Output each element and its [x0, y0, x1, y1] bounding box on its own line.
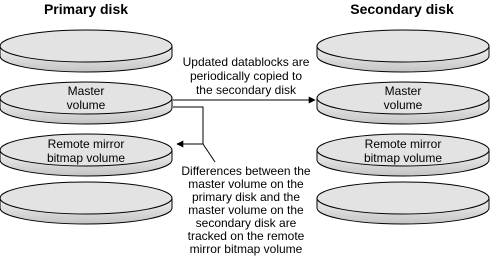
differences-note-line2: master volume on the [188, 177, 304, 191]
secondary-master-volume-label-line2: volume [384, 98, 423, 112]
secondary-bitmap-volume-label-line1: Remote mirror [365, 137, 442, 151]
secondary-bitmap-volume: Remote mirror bitmap volume [316, 133, 490, 177]
copy-note: Updated datablocks are periodically copi… [183, 55, 310, 97]
secondary-master-volume-label-line1: Master [385, 84, 422, 98]
differences-note-line3: primary disk and the [192, 190, 300, 204]
primary-platter-top [0, 29, 173, 73]
copy-note-line2: periodically copied to [190, 69, 302, 83]
secondary-disk-title: Secondary disk [350, 1, 454, 17]
secondary-bitmap-volume-label-line2: bitmap volume [364, 151, 442, 165]
primary-bitmap-volume-label-line2: bitmap volume [47, 151, 125, 165]
secondary-disk: Master volume Remote mirror bitmap volum… [316, 29, 490, 225]
primary-master-volume: Master volume [0, 81, 173, 125]
copy-note-line1: Updated datablocks are [183, 55, 310, 69]
primary-master-volume-label-line2: volume [67, 98, 106, 112]
differences-leader-line [202, 143, 216, 163]
primary-platter-bottom [0, 181, 173, 225]
copy-note-line3: the secondary disk [196, 83, 297, 97]
differences-note-line4: master volume on the [188, 203, 304, 217]
primary-master-volume-label-line1: Master [68, 84, 105, 98]
secondary-platter-bottom [316, 181, 490, 225]
primary-disk: Master volume Remote mirror bitmap volum… [0, 29, 173, 225]
primary-disk-title: Primary disk [44, 1, 128, 17]
tracking-arrow [173, 106, 204, 148]
differences-note-line5: secondary disk are [196, 216, 297, 230]
differences-note-line7: mirror bitmap volume [190, 242, 303, 256]
differences-note-line6: tracked on the remote [188, 229, 305, 243]
differences-note: Differences between the master volume on… [181, 164, 311, 256]
primary-bitmap-volume: Remote mirror bitmap volume [0, 133, 173, 177]
differences-note-line1: Differences between the [181, 164, 311, 178]
secondary-master-volume: Master volume [316, 81, 490, 125]
primary-bitmap-volume-label-line1: Remote mirror [48, 137, 125, 151]
secondary-platter-top [316, 29, 490, 73]
